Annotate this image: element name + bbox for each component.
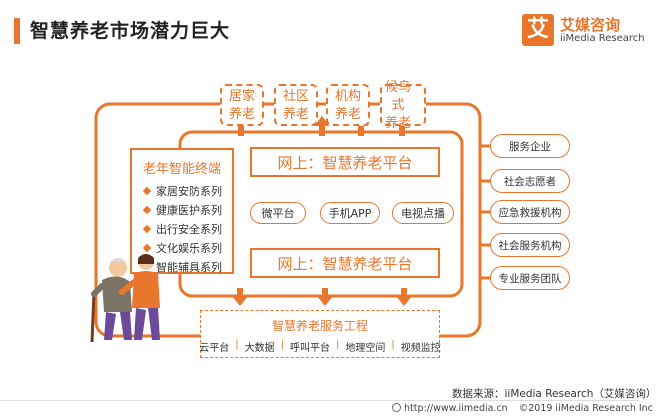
tag-institution-care: 机构养老	[326, 84, 370, 126]
list-item: 智能辅具系列	[156, 261, 222, 274]
tag-migratory-care: 候鸟式养老	[380, 80, 426, 131]
tag-home-care: 居家养老	[220, 84, 264, 126]
terminal-list: 家居安防系列 健康医护系列 出行安全系列 文化娱乐系列 智能辅具系列	[142, 182, 222, 277]
side-item-service-enterprise: 服务企业	[490, 134, 570, 158]
elder-terminal-panel: 老年智能终端 家居安防系列 健康医护系列 出行安全系列 文化娱乐系列 智能辅具系…	[130, 148, 234, 274]
channel-app: 手机APP	[320, 202, 380, 224]
title-accent-bar	[14, 18, 20, 44]
diamond-bullet-icon	[142, 186, 152, 196]
side-item-professional-team: 专业服务团队	[490, 266, 570, 290]
footer: http://www.iimedia.cn ©2019 iiMedia Rese…	[392, 403, 653, 414]
footer-copyright: ©2019 iiMedia Research Inc	[518, 403, 653, 414]
data-source: 数据来源：iiMedia Research（艾媒咨询）	[452, 388, 656, 400]
footer-divider	[0, 400, 640, 401]
terminal-title: 老年智能终端	[142, 162, 221, 177]
list-item: 文化娱乐系列	[142, 239, 222, 258]
diamond-bullet-icon	[142, 243, 152, 253]
globe-icon	[392, 403, 401, 412]
list-item: 出行安全系列	[142, 220, 222, 239]
logo-en-text: iiMedia Research	[560, 33, 645, 44]
diamond-bullet-icon	[142, 224, 152, 234]
footer-url[interactable]: http://www.iimedia.cn	[404, 403, 508, 414]
side-item-volunteers: 社会志愿者	[490, 169, 570, 193]
down-arrows	[232, 288, 412, 306]
service-title: 智慧养老服务工程	[271, 319, 368, 333]
platform-bottom: 网上：智慧养老平台	[250, 248, 440, 278]
channel-wechat: 微平台	[250, 202, 306, 224]
service-items: 云平台| 大数据| 呼叫平台| 地理空间| 视频监控	[199, 339, 441, 354]
caregiver-elder-illustration	[90, 254, 160, 343]
channel-tv: 电视点播	[392, 202, 454, 224]
diamond-bullet-icon	[142, 205, 152, 215]
brand-logo: 艾 艾媒咨询 iiMedia Research	[522, 14, 645, 48]
side-item-social-service: 社会服务机构	[490, 233, 570, 257]
list-item: 家居安防系列	[142, 182, 222, 201]
page-title: 智慧养老市场潜力巨大	[30, 20, 231, 42]
service-engineering-box: 智慧养老服务工程 云平台| 大数据| 呼叫平台| 地理空间| 视频监控	[199, 310, 441, 358]
list-item: 健康医护系列	[142, 201, 222, 220]
platform-top: 网上：智慧养老平台	[250, 147, 440, 177]
logo-cn-text: 艾媒咨询	[560, 16, 621, 34]
tag-community-care: 社区养老	[274, 84, 318, 126]
logo-mark-icon: 艾	[522, 14, 554, 46]
side-item-emergency: 应急救援机构	[490, 200, 570, 224]
